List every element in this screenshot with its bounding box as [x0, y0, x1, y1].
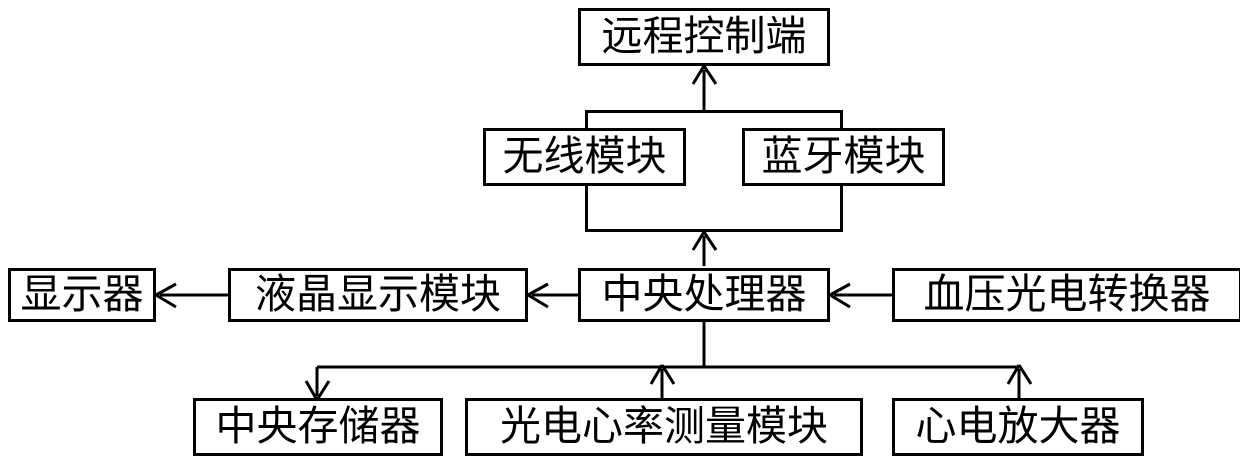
- arrowhead-bp-to-cpu: [829, 282, 851, 309]
- node-lcd-display-module-label: 液晶显示模块: [255, 269, 501, 318]
- arrowhead-bus-to-memory: [304, 380, 331, 401]
- node-blood-pressure-converter-label: 血压光电转换器: [923, 269, 1211, 318]
- node-remote-control[interactable]: 远程控制端: [578, 8, 830, 66]
- arrowhead-heartrate-to-bus: [649, 364, 676, 385]
- node-ecg-amplifier-label: 心电放大器: [915, 401, 1121, 450]
- node-bluetooth-module[interactable]: 蓝牙模块: [742, 128, 945, 186]
- node-bluetooth-module-label: 蓝牙模块: [761, 131, 926, 180]
- node-ecg-amplifier[interactable]: 心电放大器: [892, 398, 1144, 456]
- node-central-memory-label: 中央存储器: [215, 401, 421, 450]
- node-wireless-module[interactable]: 无线模块: [483, 128, 686, 186]
- arrowhead-lcd-to-monitor: [155, 282, 177, 309]
- node-lcd-display-module[interactable]: 液晶显示模块: [228, 268, 528, 322]
- node-central-memory[interactable]: 中央存储器: [193, 398, 443, 456]
- node-heart-rate-module-label: 光电心率测量模块: [500, 401, 828, 450]
- node-heart-rate-module[interactable]: 光电心率测量模块: [465, 398, 863, 456]
- node-wireless-module-label: 无线模块: [502, 131, 667, 180]
- node-blood-pressure-converter[interactable]: 血压光电转换器: [892, 268, 1240, 322]
- arrowhead-ecg-to-bus: [1006, 364, 1033, 385]
- arrowhead-group-to-remote: [691, 65, 718, 85]
- node-monitor-label: 显示器: [20, 269, 144, 318]
- node-monitor[interactable]: 显示器: [8, 268, 156, 322]
- arrowhead-cpu-to-group: [691, 231, 718, 251]
- node-remote-control-label: 远程控制端: [601, 11, 807, 60]
- node-cpu-label: 中央处理器: [601, 269, 807, 318]
- node-cpu[interactable]: 中央处理器: [578, 268, 830, 322]
- arrowhead-cpu-to-lcd: [527, 282, 549, 309]
